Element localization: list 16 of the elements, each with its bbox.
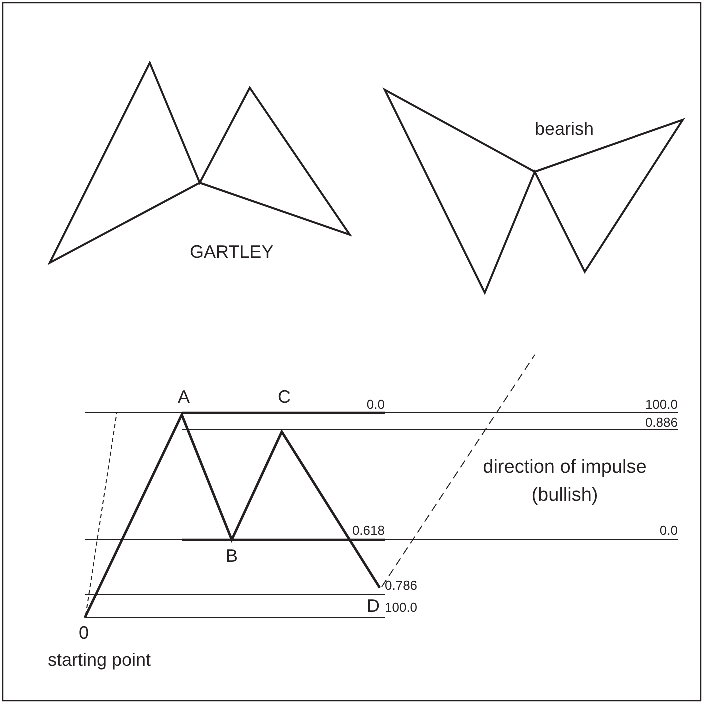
annotation-text: starting point xyxy=(48,651,152,669)
level-value: 100.0 xyxy=(645,398,678,411)
point-label: A xyxy=(178,388,190,406)
point-label: 0 xyxy=(79,624,90,642)
level-value: 0.0 xyxy=(660,524,678,537)
level-value: 0.886 xyxy=(645,416,678,429)
pattern-label: bearish xyxy=(535,120,594,138)
level-value: 100.0 xyxy=(385,601,418,614)
annotation-text: direction of impulse (bullish) xyxy=(482,456,648,508)
point-label: C xyxy=(278,388,291,406)
level-value: 0.618 xyxy=(352,524,385,537)
level-value: 0.0 xyxy=(366,398,385,411)
pattern-label: GARTLEY xyxy=(190,243,274,261)
level-value: 0.786 xyxy=(385,579,418,592)
point-label: B xyxy=(226,547,238,565)
point-label: D xyxy=(367,597,380,615)
